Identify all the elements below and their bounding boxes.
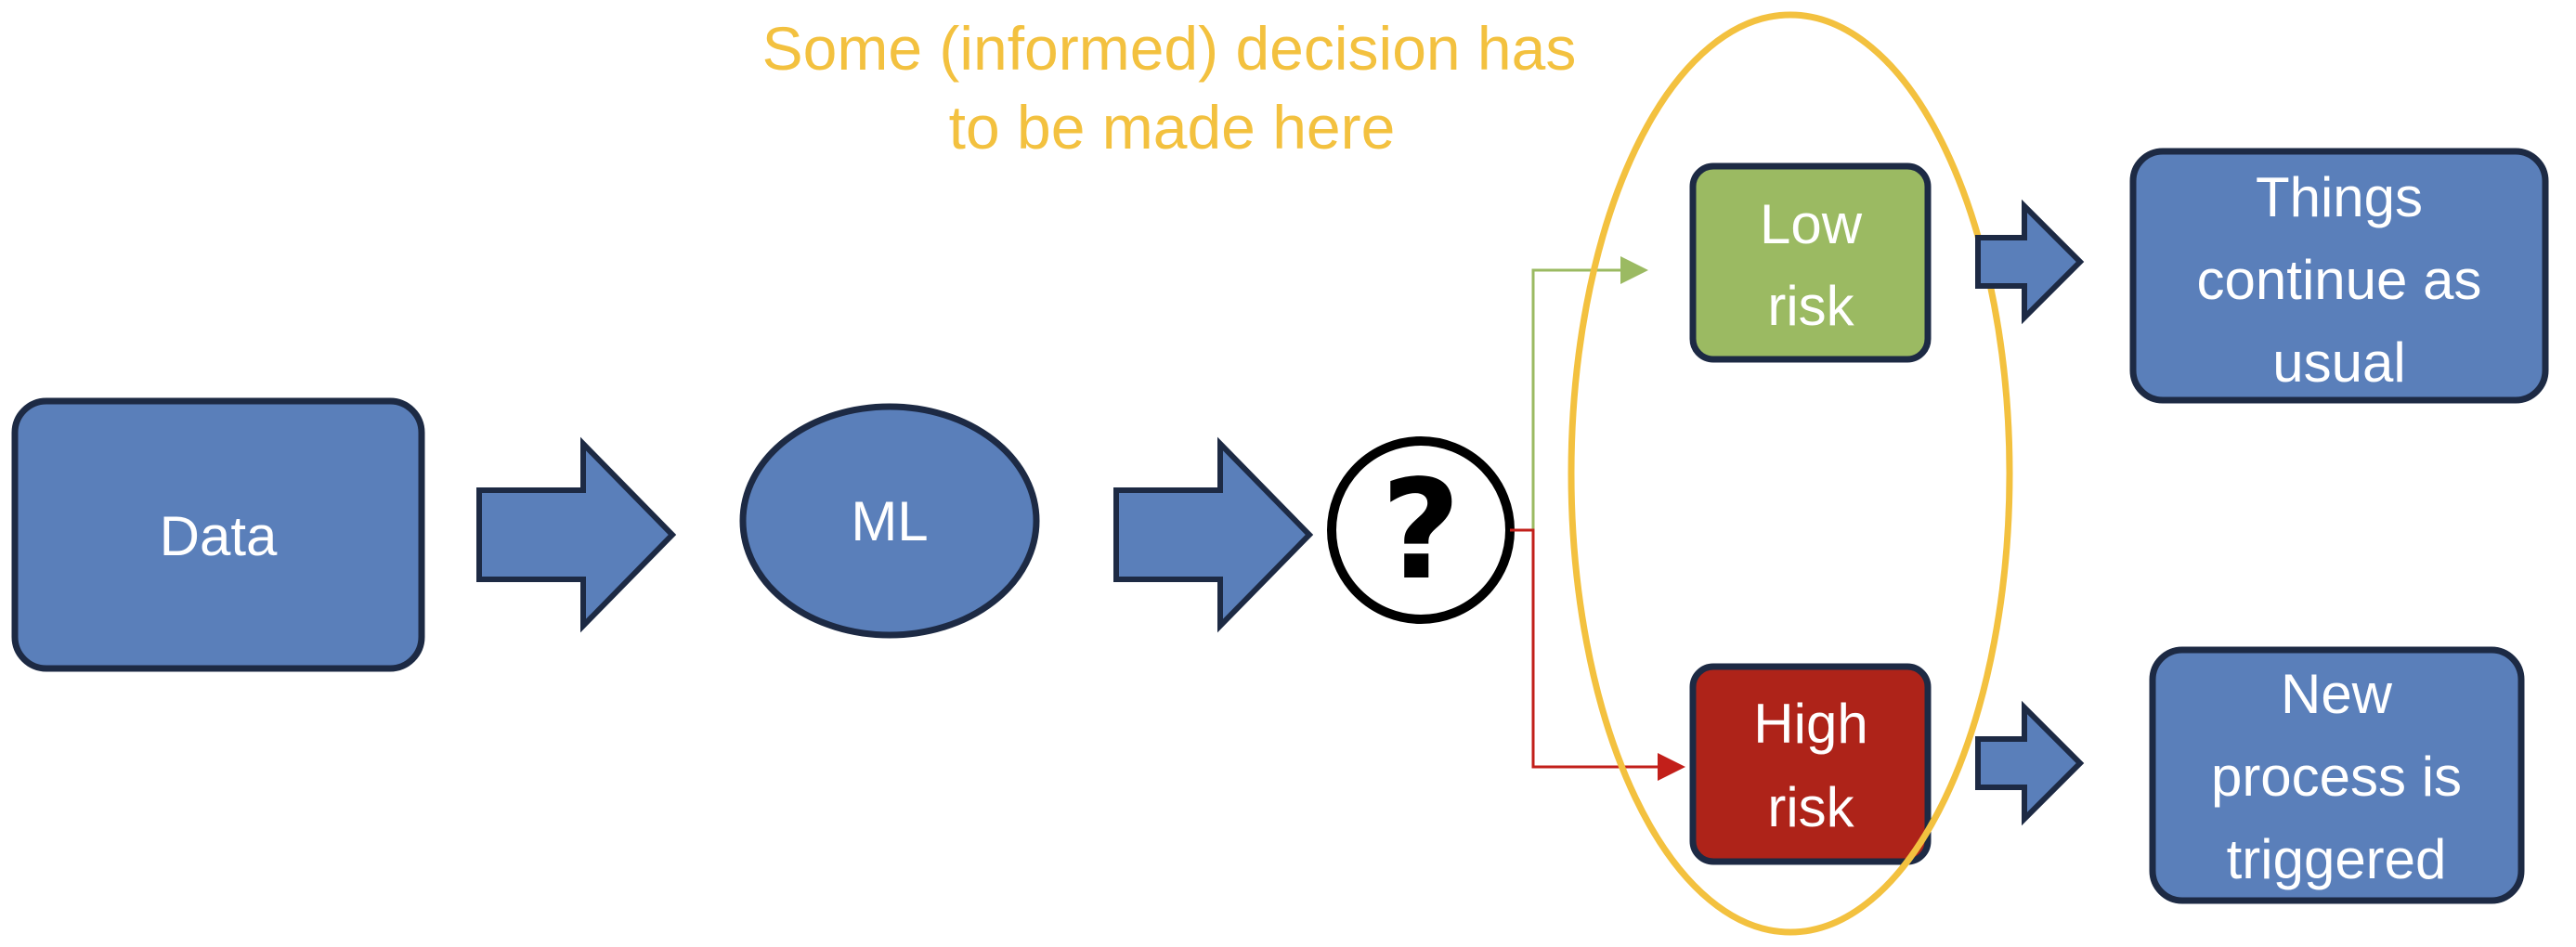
continue-label-line-3: usual [2272,331,2405,394]
decision-annotation: Some (informed) decision has to be made … [762,14,1577,162]
low-risk-label-line-1: Low [1760,193,1863,255]
high-risk-node: High risk [1689,663,1932,865]
question-mark-icon: ? [1381,450,1461,610]
flow-arrow-data-to-ml [476,436,677,633]
high-risk-label-line-1: High [1753,693,1867,755]
continue-outcome-node: Things continue as usual [2129,148,2549,404]
flow-arrow-low-risk-to-outcome [1975,199,2085,325]
new-process-label-line-1: New [2281,663,2393,725]
high-risk-branch-line [1510,528,1685,781]
ml-node-label: ML [851,490,928,552]
high-risk-label-line-2: risk [1767,776,1854,838]
new-process-label-line-2: process is [2211,746,2462,808]
continue-label-line-1: Things [2256,166,2423,228]
decision-node: ? [1327,436,1515,624]
ml-node: ML [739,403,1040,639]
low-risk-node: Low risk [1689,162,1932,363]
new-process-outcome-node: New process is triggered [2149,646,2525,904]
low-risk-label-line-2: risk [1767,275,1854,337]
low-risk-branch-line [1510,256,1648,532]
decision-highlight-ellipse [1568,11,2013,936]
new-process-label-line-3: triggered [2227,828,2447,890]
data-node: Data [11,397,425,672]
flow-arrow-ml-to-decision [1113,436,1314,633]
continue-label-line-2: continue as [2197,249,2482,311]
flow-arrow-high-risk-to-outcome [1975,700,2085,826]
annotation-line-2: to be made here [949,93,1396,162]
annotation-line-1: Some (informed) decision has [762,14,1577,83]
data-node-label: Data [160,505,278,567]
